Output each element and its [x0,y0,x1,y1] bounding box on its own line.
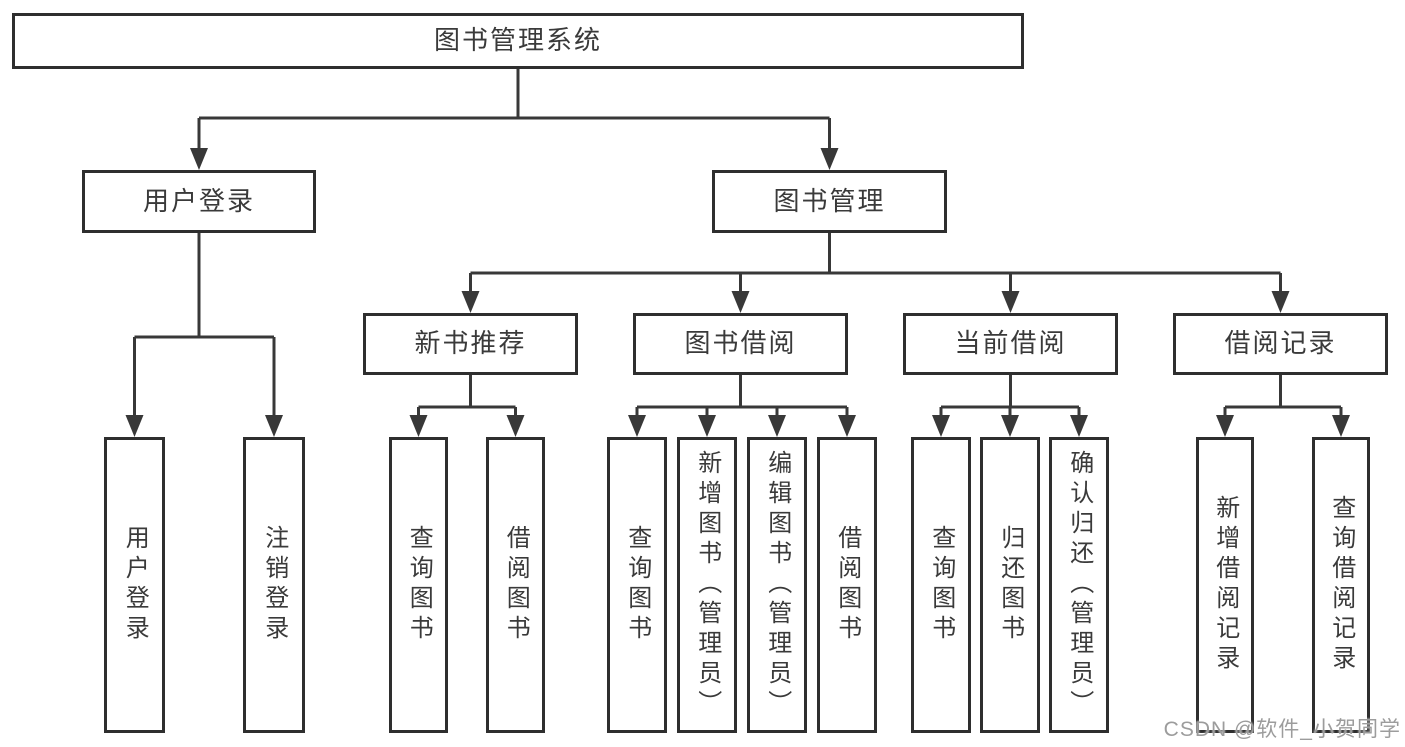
box-book-management: 图书管理 [712,170,947,233]
arrowhead-icon [409,415,428,437]
arrowhead-icon [838,415,856,437]
connector-lines [133,69,1343,421]
box-book-borrowing: 图书借阅 [633,313,848,375]
box-confirm-return-admin: 确认归还（管理员） [1049,437,1109,733]
arrowhead-icon [768,415,786,437]
arrowhead-icon [1271,291,1290,313]
box-user-login: 用户登录 [82,170,316,233]
arrowhead-icon [1070,415,1088,437]
arrowhead-icon [506,415,525,437]
box-borrow-books-borrow: 借阅图书 [817,437,877,733]
box-user-login-leaf: 用户登录 [104,437,165,733]
box-query-books-newbook: 查询图书 [389,437,448,733]
box-add-books-admin: 新增图书（管理员） [677,437,737,733]
box-current-borrowing: 当前借阅 [903,313,1118,375]
arrowhead-icon [125,415,144,437]
arrowhead-icon [932,415,950,437]
box-return-books: 归还图书 [980,437,1040,733]
arrowhead-icon [731,291,750,313]
box-logout-leaf: 注销登录 [243,437,305,733]
arrowhead-icon [820,148,839,170]
box-query-borrow-record: 查询借阅记录 [1312,437,1370,733]
arrowhead-icon [1216,415,1234,437]
arrowhead-icon [461,291,480,313]
box-edit-books-admin: 编辑图书（管理员） [747,437,807,733]
arrowhead-icon [698,415,716,437]
arrowhead-icon [1332,415,1350,437]
arrowhead-icon [265,415,283,437]
box-query-books-borrow: 查询图书 [607,437,667,733]
box-query-books-current: 查询图书 [911,437,971,733]
box-new-book-recommend: 新书推荐 [363,313,578,375]
watermark: CSDN @软件_小贺同学 [1163,718,1401,741]
arrowhead-icon [1001,291,1020,313]
arrowhead-icon [1001,415,1019,437]
arrowhead-icon [628,415,646,437]
box-borrowing-records: 借阅记录 [1173,313,1388,375]
box-borrow-books-newbook: 借阅图书 [486,437,545,733]
arrowhead-icon [190,148,208,170]
box-library-system: 图书管理系统 [12,13,1024,69]
box-add-borrow-record: 新增借阅记录 [1196,437,1254,733]
